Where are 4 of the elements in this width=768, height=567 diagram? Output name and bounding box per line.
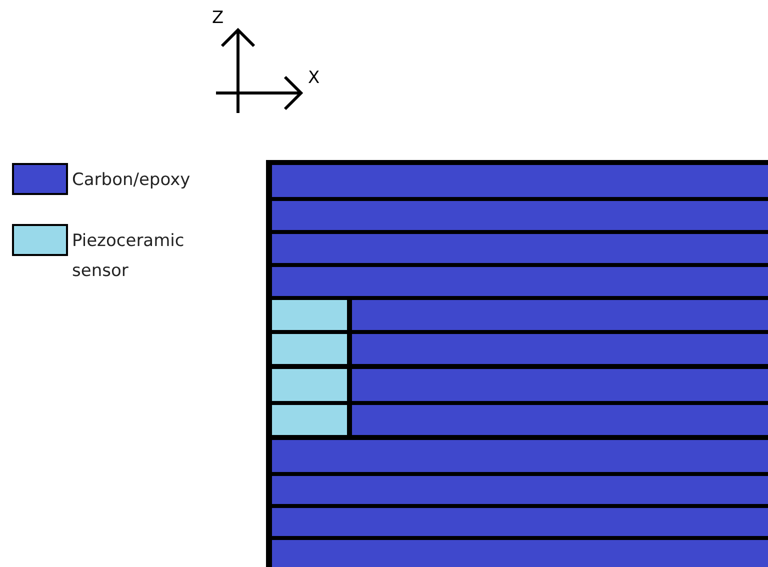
legend-label: Carbon/epoxy — [72, 169, 192, 192]
legend-label: Piezoceramic sensor — [72, 230, 186, 283]
axis-label: Z — [212, 10, 224, 27]
axis-label: X — [308, 70, 320, 87]
